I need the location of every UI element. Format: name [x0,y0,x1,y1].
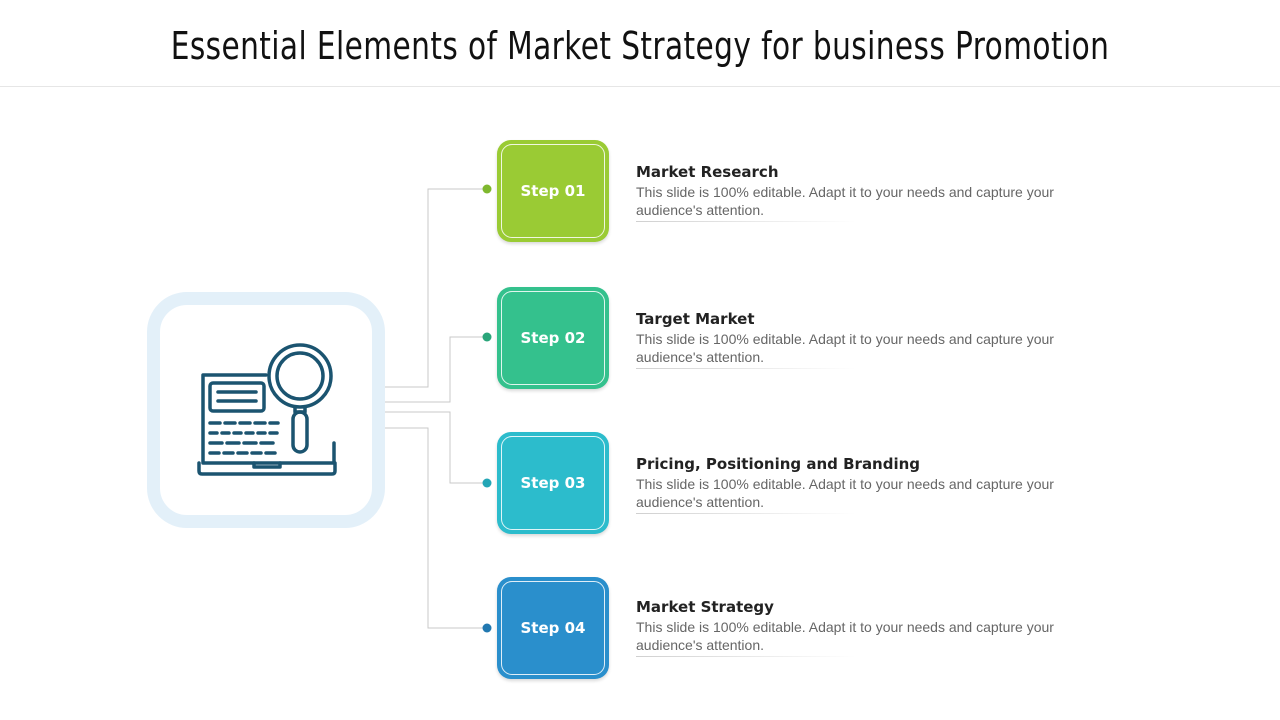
connector-dot-1 [482,184,492,194]
step-01-underline [636,221,856,222]
step-04-description: This slide is 100% editable. Adapt it to… [636,619,1054,653]
step-01-label: Step 01 [520,182,586,200]
step-03-text: Pricing, Positioning and Branding This s… [636,455,1086,514]
step-01-description: This slide is 100% editable. Adapt it to… [636,184,1054,218]
step-03-underline [636,513,856,514]
step-02-description: This slide is 100% editable. Adapt it to… [636,331,1054,365]
connector-step-2 [385,336,487,403]
connector-dot-3 [482,478,492,488]
title-divider [0,86,1280,87]
connector-step-1 [385,188,487,388]
step-04-box: Step 04 [497,577,609,679]
step-01-text: Market Research This slide is 100% edita… [636,163,1086,222]
step-02-underline [636,368,856,369]
step-03-description: This slide is 100% editable. Adapt it to… [636,476,1054,510]
step-04-text: Market Strategy This slide is 100% edita… [636,598,1086,657]
connector-dot-2 [482,332,492,342]
step-02-box: Step 02 [497,287,609,389]
step-01-box: Step 01 [497,140,609,242]
step-03-label: Step 03 [520,474,586,492]
step-01-heading: Market Research [636,163,779,181]
step-02-heading: Target Market [636,310,755,328]
center-icon-frame [147,292,385,528]
step-02-label: Step 02 [520,329,586,347]
step-02-text: Target Market This slide is 100% editabl… [636,310,1086,369]
step-04-label: Step 04 [520,619,586,637]
page-title: Essential Elements of Market Strategy fo… [170,24,1110,68]
connector-dot-4 [482,623,492,633]
connector-step-3 [385,411,487,484]
step-04-heading: Market Strategy [636,598,774,616]
step-04-underline [636,656,856,657]
laptop-search-icon [197,343,337,476]
connector-step-4 [385,427,487,629]
step-03-box: Step 03 [497,432,609,534]
step-03-heading: Pricing, Positioning and Branding [636,455,921,473]
